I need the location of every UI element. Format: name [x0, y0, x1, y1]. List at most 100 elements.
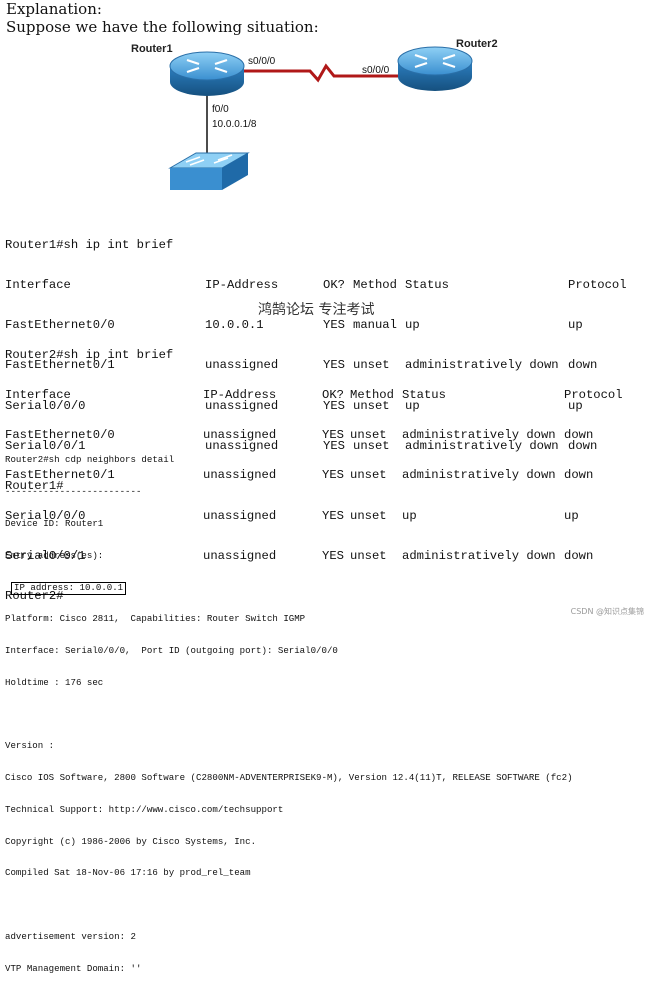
cell-ip: 10.0.0.1: [205, 318, 264, 333]
router1-serial-port: s0/0/0: [248, 56, 276, 67]
cell-protocol: down: [568, 438, 598, 453]
cell-ok: YES: [323, 318, 345, 333]
cell-ok: YES: [323, 358, 345, 373]
cdp-ip-address-highlight: IP address: 10.0.0.1: [11, 582, 127, 595]
cell-status: administratively down: [402, 548, 556, 563]
cell-status: administratively down: [405, 358, 559, 373]
cell-interface: Serial0/0/1: [5, 548, 86, 563]
cli-command: Router2#sh ip int brief: [5, 347, 174, 362]
cdp-platform: Platform: Cisco 2811, Capabilities: Rout…: [5, 613, 306, 625]
cell-ok: YES: [322, 508, 344, 523]
cell-method: unset: [353, 398, 390, 413]
router1-cli-output: Router1#sh ip int brief Interface IP-Add…: [5, 212, 628, 520]
cell-protocol: down: [564, 468, 594, 483]
header-ip: IP-Address: [205, 278, 279, 293]
table-row: FastEthernet0/1 unassigned YES unset adm…: [5, 358, 628, 373]
cell-ok: YES: [322, 468, 344, 483]
cdp-version-label: Version :: [5, 740, 55, 752]
forum-watermark: 鸿鹄论坛 专注考试: [258, 302, 375, 318]
cli-command: Router1#sh ip int brief: [5, 237, 174, 252]
cell-method: unset: [353, 438, 390, 453]
router1-label: Router1: [131, 43, 173, 55]
header-protocol: Protocol: [568, 278, 627, 293]
cli-prompt: Router2#: [5, 589, 64, 604]
cell-ip: unassigned: [203, 508, 277, 523]
cell-interface: FastEthernet0/0: [5, 428, 115, 443]
table-row: FastEthernet0/0 10.0.0.1 YES manual up u…: [5, 318, 628, 333]
cell-protocol: up: [568, 398, 583, 413]
table-row: Serial0/0/1 unassigned YES unset adminis…: [5, 548, 624, 563]
cell-status: up: [405, 398, 420, 413]
cell-method: manual: [353, 318, 397, 333]
cdp-entry-address: Entry address(es):: [5, 549, 104, 561]
cell-ok: YES: [323, 398, 345, 413]
cli-prompt: Router1#: [5, 479, 64, 494]
cdp-adv-version: advertisement version: 2: [5, 930, 136, 942]
cdp-separator: -------------------------: [5, 485, 142, 497]
cell-protocol: up: [564, 508, 579, 523]
cell-method: unset: [350, 468, 387, 483]
cell-status: administratively down: [405, 438, 559, 453]
cell-interface: FastEthernet0/1: [5, 358, 115, 373]
table-header-row: Interface IP-Address OK? Method Status P…: [5, 388, 624, 403]
cell-protocol: down: [568, 358, 598, 373]
situation-text: Suppose we have the following situation:: [6, 18, 319, 36]
router2-serial-port: s0/0/0: [362, 65, 390, 76]
header-protocol: Protocol: [564, 388, 623, 403]
cdp-vtp-domain: VTP Management Domain: '': [5, 962, 142, 974]
cell-interface: Serial0/0/1: [5, 438, 86, 453]
router2-cli-output: Router2#sh ip int brief Interface IP-Add…: [5, 322, 624, 630]
cell-ip: unassigned: [203, 548, 277, 563]
network-diagram: Router1 Router2 s0/0/0 s0/0/0 f0/0 10.0.…: [131, 38, 498, 190]
cell-method: unset: [350, 428, 387, 443]
header-ok: OK?: [323, 278, 345, 293]
switch-icon: [168, 152, 250, 190]
header-interface: Interface: [5, 388, 71, 403]
cell-status: up: [402, 508, 417, 523]
table-row: Serial0/0/1 unassigned YES unset adminis…: [5, 438, 628, 453]
router2-label: Router2: [456, 38, 498, 50]
header-status: Status: [405, 278, 449, 293]
cell-status: up: [405, 318, 420, 333]
table-row: Serial0/0/0 unassigned YES unset up up: [5, 398, 628, 413]
header-ok: OK?: [322, 388, 344, 403]
router1-fast-port: f0/0: [212, 104, 229, 115]
cdp-holdtime: Holdtime : 176 sec: [5, 676, 104, 688]
cdp-software: Cisco IOS Software, 2800 Software (C2800…: [5, 772, 573, 783]
header-ip: IP-Address: [203, 388, 277, 403]
cell-ok: YES: [323, 438, 345, 453]
cdp-command: Router2#sh cdp neighbors detail: [5, 454, 175, 466]
cdp-interface: Interface: Serial0/0/0, Port ID (outgoin…: [5, 644, 338, 656]
header-interface: Interface: [5, 278, 71, 293]
router1-fast-ip: 10.0.0.1/8: [212, 119, 257, 130]
cell-ip: unassigned: [203, 468, 277, 483]
cell-ok: YES: [322, 428, 344, 443]
explanation-page: Explanation: Suppose we have the followi…: [5, 0, 644, 973]
cdp-device-id: Device ID: Router1: [5, 517, 104, 529]
cell-interface: Serial0/0/0: [5, 508, 86, 523]
blank-line: [5, 900, 573, 911]
header-method: Method: [350, 388, 394, 403]
cdp-copyright: Copyright (c) 1986-2006 by Cisco Systems…: [5, 835, 257, 847]
router2-icon: [397, 46, 473, 91]
cell-interface: FastEthernet0/1: [5, 468, 115, 483]
cell-protocol: down: [564, 428, 594, 443]
cell-interface: Serial0/0/0: [5, 398, 86, 413]
cdp-ip-line: IP address: 10.0.0.1: [5, 582, 573, 595]
explanation-heading: Explanation:: [6, 0, 102, 18]
cell-interface: FastEthernet0/0: [5, 318, 115, 333]
cell-method: unset: [350, 548, 387, 563]
table-header-row: Interface IP-Address OK? Method Status P…: [5, 278, 628, 293]
cell-ip: unassigned: [205, 398, 279, 413]
cell-ok: YES: [322, 548, 344, 563]
cell-ip: unassigned: [205, 358, 279, 373]
cell-ip: unassigned: [203, 428, 277, 443]
router1-icon: [169, 51, 245, 96]
blank-line: [5, 709, 573, 720]
table-row: FastEthernet0/0 unassigned YES unset adm…: [5, 428, 624, 443]
table-row: Serial0/0/0 unassigned YES unset up up: [5, 508, 624, 523]
header-method: Method: [353, 278, 397, 293]
intro-text: Explanation: Suppose we have the followi…: [6, 0, 319, 36]
cell-method: unset: [350, 508, 387, 523]
table-row: FastEthernet0/1 unassigned YES unset adm…: [5, 468, 624, 483]
